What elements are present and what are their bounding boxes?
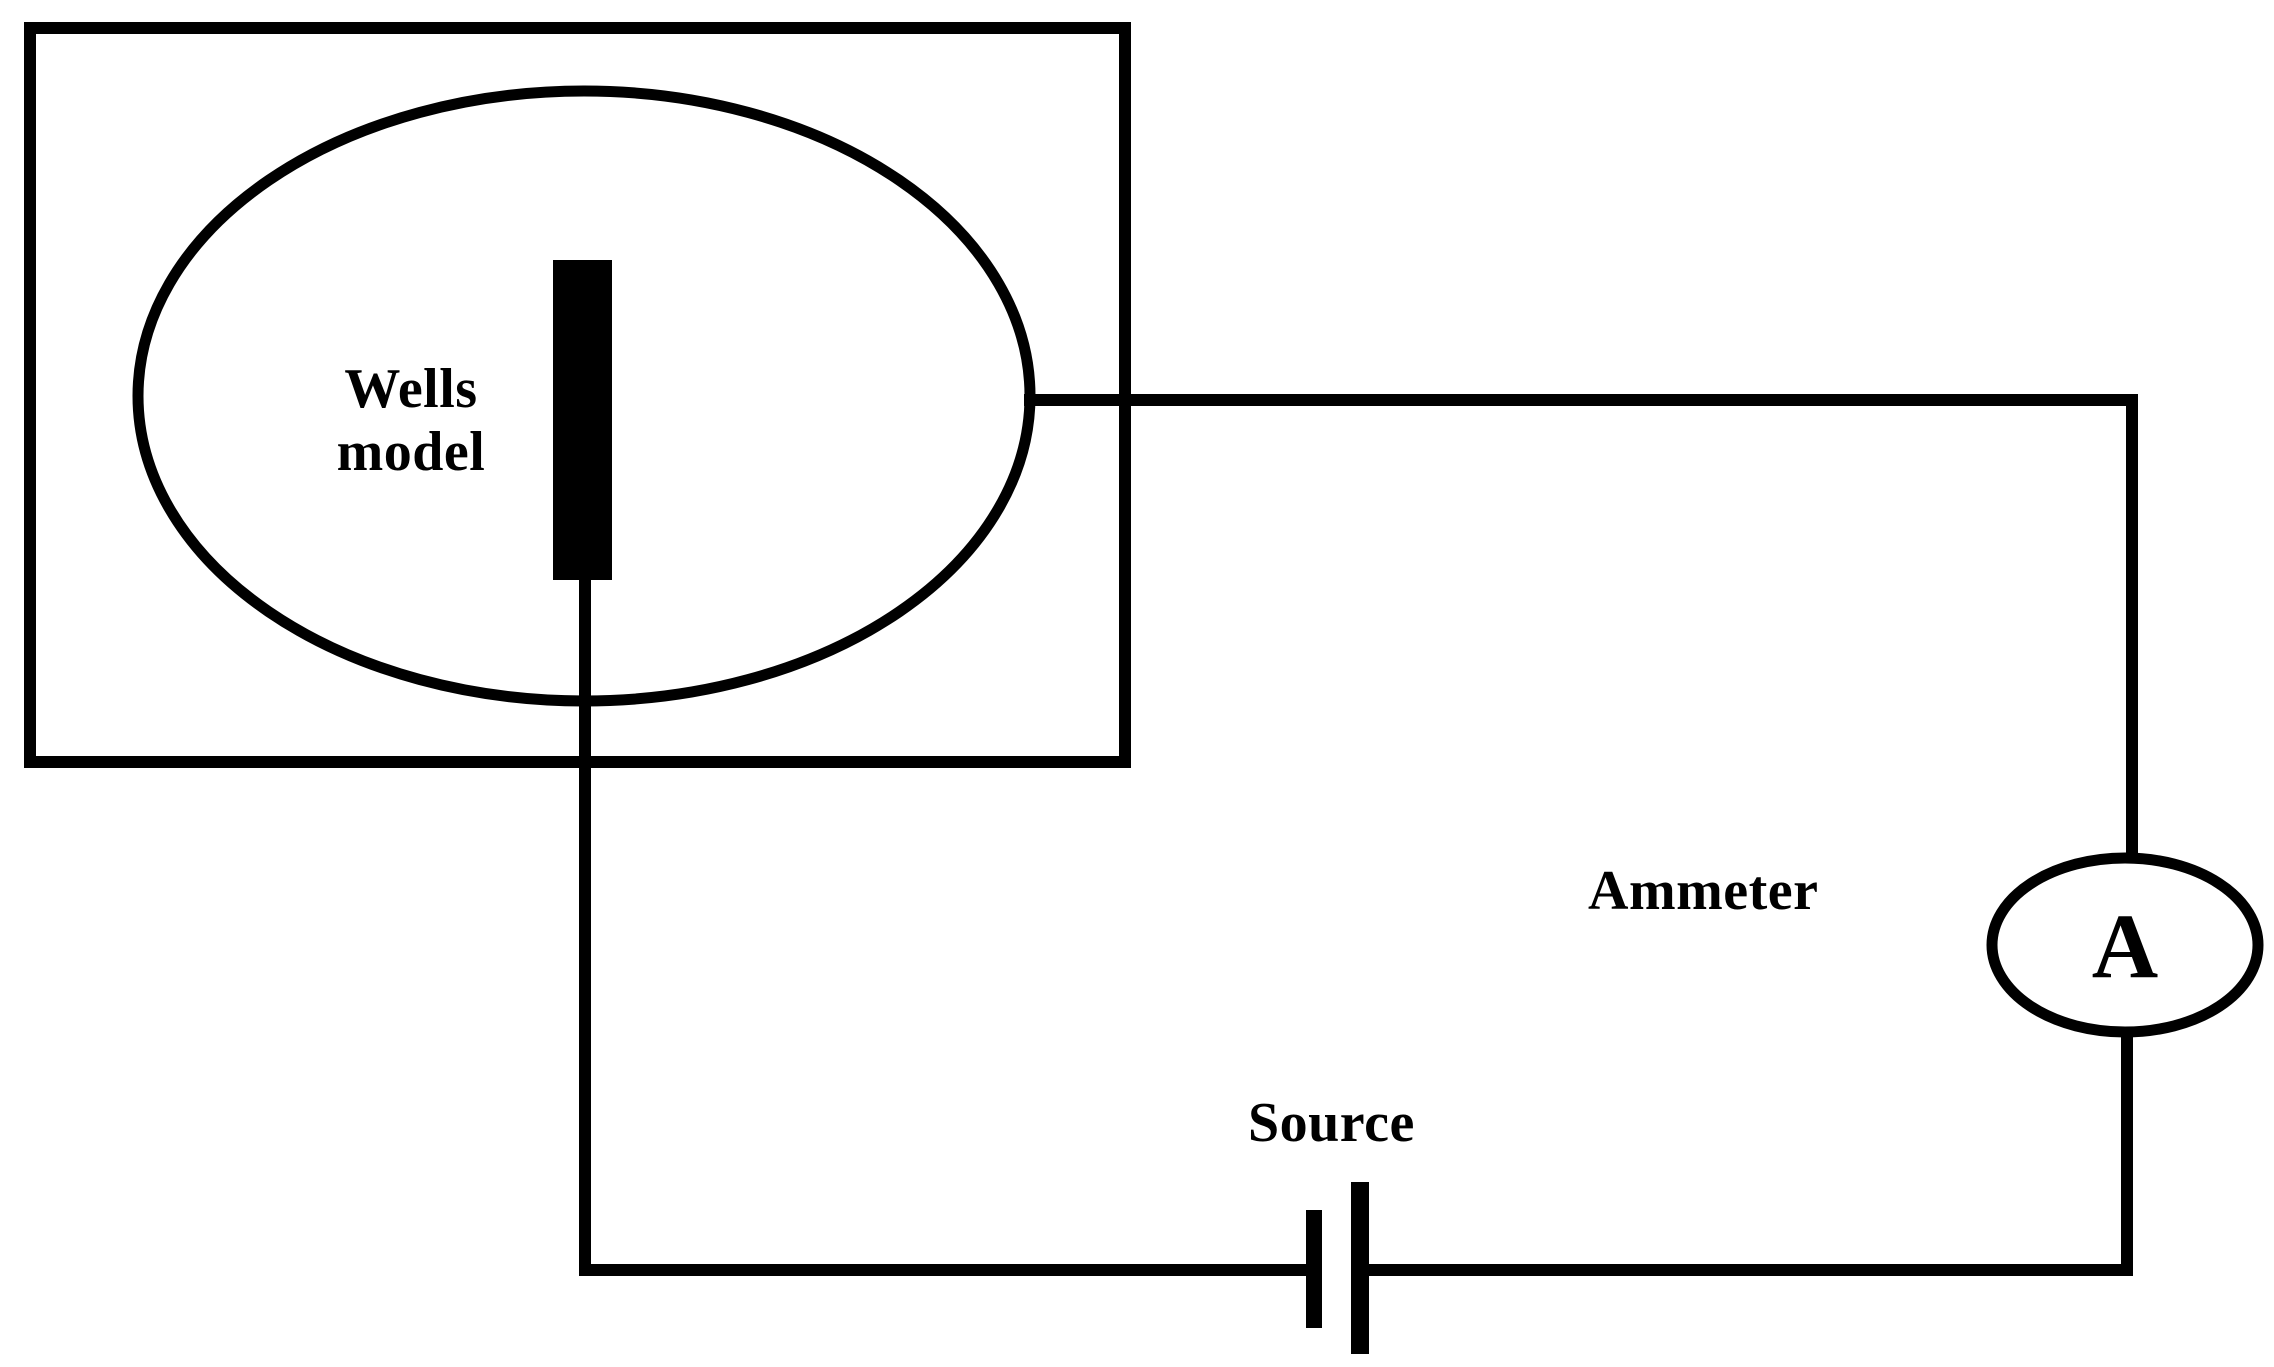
source-label: Source — [1248, 1092, 1415, 1154]
wells-model-label: Wells model — [336, 358, 486, 483]
ammeter-ellipse — [1986, 852, 2264, 1038]
electrode-bar — [553, 260, 612, 580]
battery-long-plate — [1351, 1182, 1369, 1354]
ammeter-label: Ammeter — [1588, 860, 1819, 922]
ammeter-symbol-letter: A — [2091, 895, 2159, 997]
battery-short-plate — [1306, 1210, 1322, 1328]
